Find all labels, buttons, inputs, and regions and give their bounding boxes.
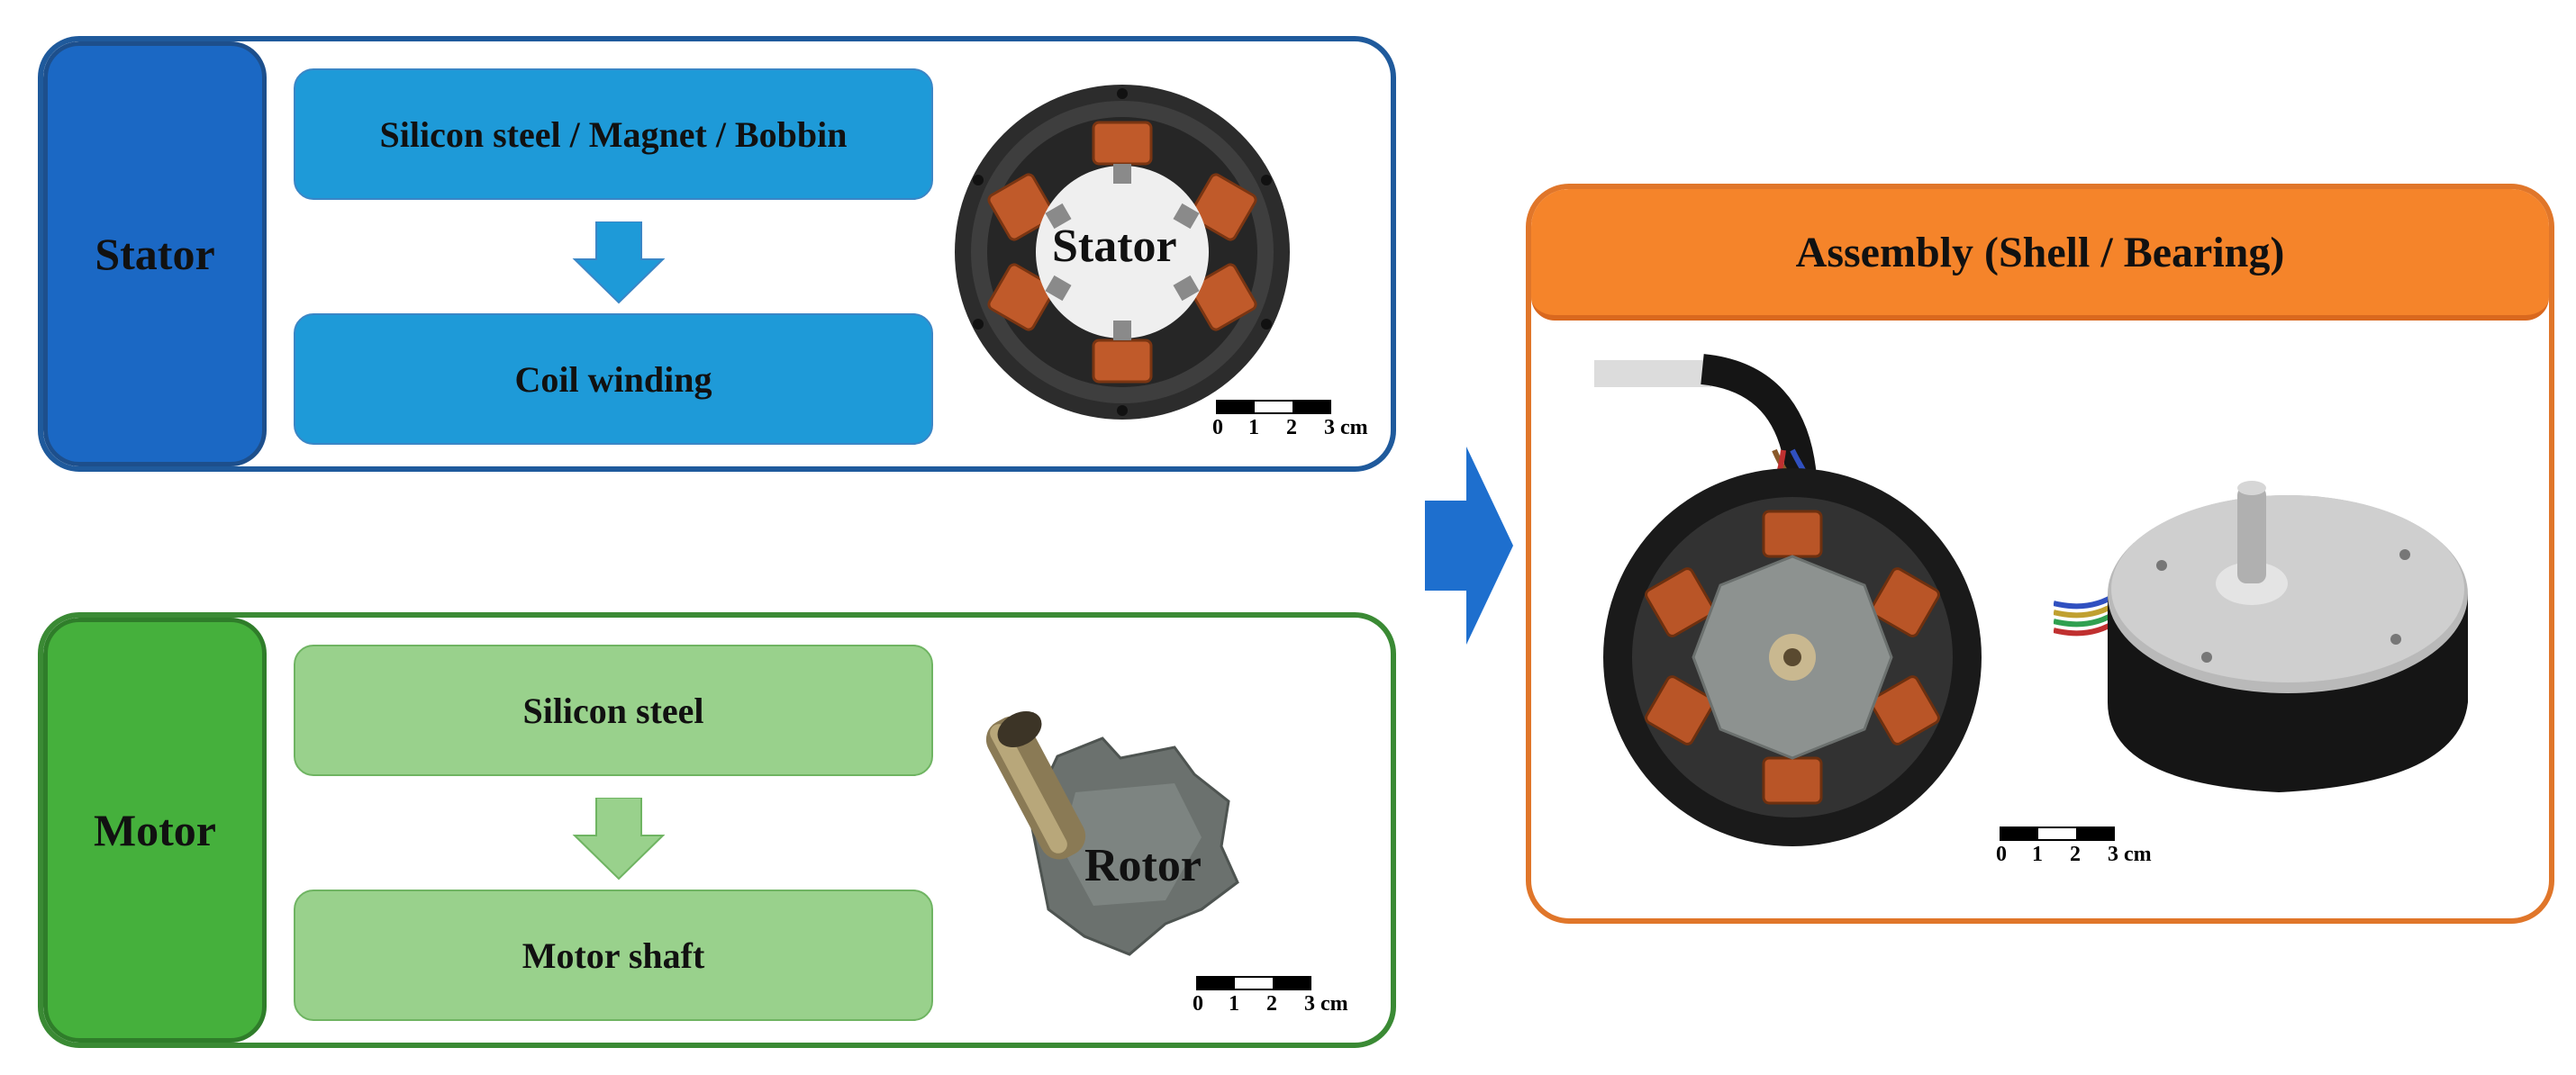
stator-photo-label: Stator xyxy=(1052,221,1177,272)
rotor-photo xyxy=(985,710,1239,956)
stator-scale-bar: 0 1 2 3 cm xyxy=(1212,400,1387,441)
stator-down-arrow xyxy=(572,221,666,304)
scale-tick-2: 2 xyxy=(1286,416,1297,439)
stator-panel: Stator Silicon steel / Magnet / Bobbin C… xyxy=(38,36,1396,472)
stator-step-coil-winding: Coil winding xyxy=(294,313,933,445)
scale-tick-1: 1 xyxy=(1248,416,1259,439)
scale-tick-0: 0 xyxy=(1996,843,2007,866)
assembly-header: Assembly (Shell / Bearing) xyxy=(1531,189,2549,321)
scale-tick-1: 1 xyxy=(1229,992,1239,1016)
rotor-photo-label: Rotor xyxy=(1084,840,1202,891)
stator-photo xyxy=(955,85,1290,420)
assembly-open-photo xyxy=(1594,354,1982,846)
motor-down-arrow xyxy=(572,798,666,881)
motor-step-motor-shaft: Motor shaft xyxy=(294,890,933,1021)
assembly-panel: Assembly (Shell / Bearing) xyxy=(1526,184,2554,924)
assembly-scale-bar: 0 1 2 3 cm xyxy=(1996,827,2171,868)
stator-step-materials: Silicon steel / Magnet / Bobbin xyxy=(294,68,933,200)
flow-right-arrow xyxy=(1425,447,1513,645)
assembly-closed-photo xyxy=(2054,481,2468,792)
motor-step-silicon-steel: Silicon steel xyxy=(294,645,933,776)
motor-side-label: Motor xyxy=(43,618,267,1043)
scale-tick-2: 2 xyxy=(2070,843,2081,866)
scale-tick-2: 2 xyxy=(1266,992,1277,1016)
scale-tick-3: 3 cm xyxy=(1304,992,1348,1016)
scale-tick-0: 0 xyxy=(1193,992,1203,1016)
stator-side-label: Stator xyxy=(43,41,267,466)
motor-panel: Motor Silicon steel Motor shaft Rotor 0 … xyxy=(38,612,1396,1048)
scale-tick-1: 1 xyxy=(2032,843,2043,866)
motor-scale-bar: 0 1 2 3 cm xyxy=(1193,976,1367,1017)
scale-tick-3: 3 cm xyxy=(1324,416,1368,439)
scale-tick-0: 0 xyxy=(1212,416,1223,439)
scale-tick-3: 3 cm xyxy=(2108,843,2152,866)
